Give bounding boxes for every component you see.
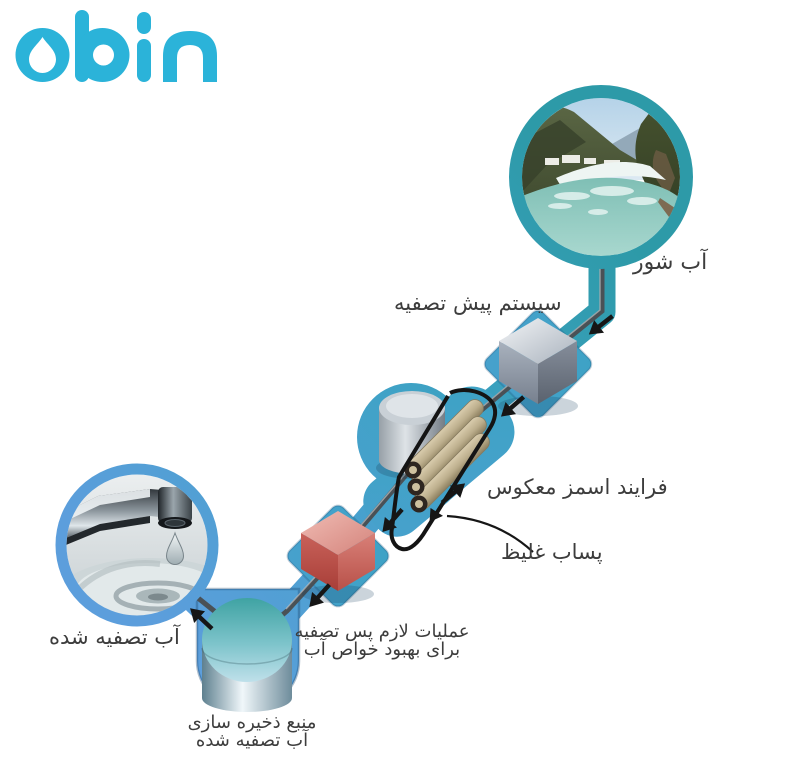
label-concentrated-brine: پساب غلیظ bbox=[501, 540, 603, 564]
pretreatment-unit bbox=[498, 318, 578, 416]
posttreatment-unit bbox=[301, 511, 375, 603]
label-storage-tank: منبع ذخیره سازی آب تصفیه شده bbox=[178, 712, 326, 752]
water-droplet bbox=[165, 531, 185, 565]
membrane-tubes bbox=[404, 399, 490, 513]
ripple-arc bbox=[75, 560, 161, 593]
tank-dome-edge bbox=[201, 647, 293, 665]
label-storage-line2: آب تصفیه شده bbox=[195, 730, 309, 752]
logo-letter-i-dot bbox=[137, 12, 151, 34]
treated-water-circle bbox=[55, 463, 219, 627]
membrane-tube-ends bbox=[404, 461, 428, 513]
logo-letter-i-stem bbox=[137, 39, 151, 82]
left-mountain-shadow bbox=[522, 120, 586, 192]
label-reverse-osmosis: فرایند اسمز معکوس bbox=[487, 475, 668, 499]
source-circle-ring bbox=[509, 85, 693, 269]
treated-circle-ring bbox=[55, 463, 219, 627]
brand-logo bbox=[15, 10, 217, 82]
tank-dome bbox=[202, 598, 292, 682]
source-water-circle bbox=[509, 85, 693, 269]
posttreatment-shadow bbox=[302, 585, 374, 603]
label-post-treatment-line1: عملیات لازم پس تصفیه bbox=[294, 621, 470, 642]
logo-letter-b-counter bbox=[93, 44, 114, 66]
cliff-rock-patch bbox=[652, 150, 675, 196]
label-storage-line1: منبع ذخیره سازی bbox=[187, 712, 317, 733]
label-treated-water: آب تصفیه شده bbox=[49, 625, 180, 649]
ripple-center bbox=[148, 593, 168, 601]
river-foam-streaks bbox=[548, 186, 657, 215]
faucet-photo bbox=[66, 474, 208, 616]
label-pretreatment-system: سیستم پیش تصفیه bbox=[394, 291, 562, 315]
faucet-arm bbox=[66, 489, 187, 545]
label-salt-water: آب شور bbox=[633, 250, 708, 275]
storage-tank bbox=[201, 598, 293, 712]
faucet-spout bbox=[158, 487, 192, 529]
label-post-treatment-line2: برای بهبود خواص آب bbox=[303, 639, 461, 661]
logo-letter-n bbox=[163, 31, 217, 82]
ro-membrane-unit bbox=[376, 388, 498, 552]
brine-label-pointer bbox=[429, 507, 534, 553]
logo-droplet-icon bbox=[29, 37, 56, 73]
label-post-treatment: عملیات لازم پس تصفیه برای بهبود خواص آب bbox=[294, 621, 470, 661]
